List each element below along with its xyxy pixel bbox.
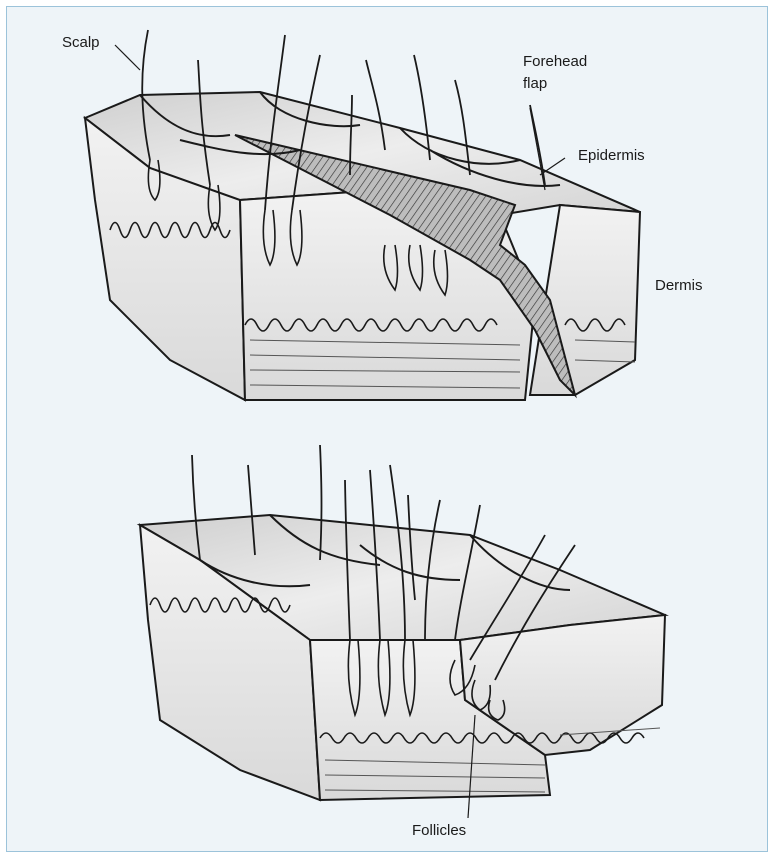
epidermis-leader <box>540 158 565 175</box>
scalp-leader <box>115 45 140 70</box>
label-follicles: Follicles <box>412 822 466 840</box>
label-scalp: Scalp <box>62 34 100 52</box>
label-dermis: Dermis <box>655 277 703 295</box>
label-forehead-flap-line1: Forehead <box>523 53 587 71</box>
label-epidermis: Epidermis <box>578 147 645 165</box>
top-skin-block <box>85 30 640 400</box>
label-forehead-flap-line2: flap <box>523 75 547 93</box>
bottom-skin-block <box>140 445 665 800</box>
